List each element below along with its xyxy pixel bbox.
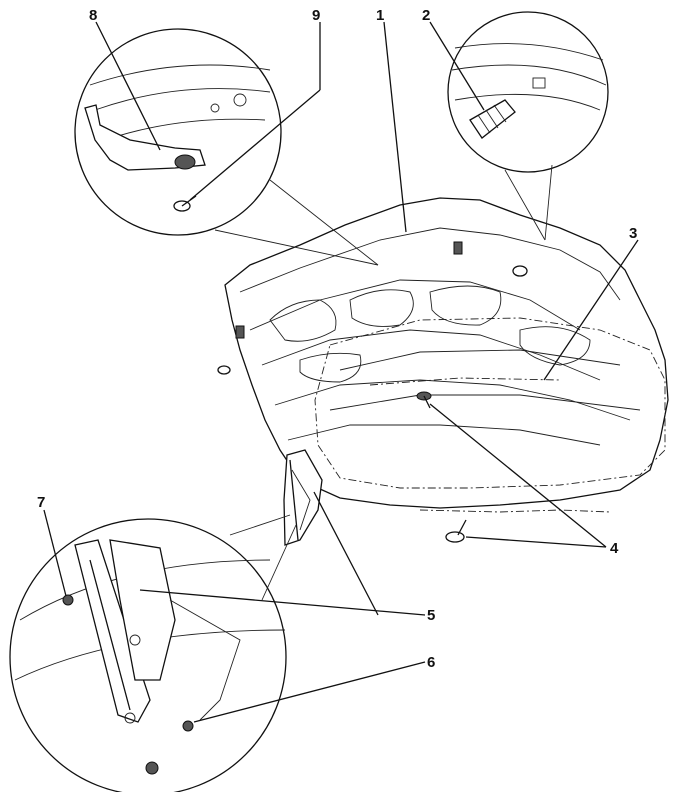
callout-3: 3 — [629, 225, 637, 242]
expanding-rivet — [445, 519, 467, 543]
hinge-bracket — [109, 539, 176, 681]
callout-5: 5 — [427, 607, 435, 624]
clip — [453, 241, 463, 255]
lock-lever — [84, 104, 206, 171]
clip — [235, 325, 245, 339]
bump-stop — [217, 365, 231, 375]
callout-2: 2 — [422, 7, 430, 24]
callout-labels: 1 2 3 4 5 6 7 8 9 — [37, 7, 637, 671]
insulation-mat — [314, 317, 666, 513]
expanding-rivet — [416, 391, 432, 409]
lock-cylinder — [174, 154, 196, 170]
callout-9: 9 — [312, 7, 320, 24]
nut — [182, 720, 194, 732]
detail-stop — [447, 11, 609, 173]
hinge-arm — [74, 539, 151, 723]
callout-4: 4 — [610, 540, 619, 557]
nut — [62, 594, 74, 606]
detail-lock — [74, 28, 282, 236]
fasteners — [217, 241, 528, 543]
callout-1: 1 — [376, 7, 384, 24]
callout-8: 8 — [89, 7, 97, 24]
lid-panel — [224, 197, 669, 509]
bump-stop — [512, 265, 528, 277]
callout-leaders — [43, 21, 639, 723]
nut — [145, 761, 159, 775]
detail-hinge — [9, 518, 287, 792]
leader-lines — [214, 164, 553, 601]
hinge — [283, 449, 323, 546]
rubber-buffer — [469, 77, 546, 139]
callout-7: 7 — [37, 494, 45, 511]
callout-6: 6 — [427, 654, 435, 671]
